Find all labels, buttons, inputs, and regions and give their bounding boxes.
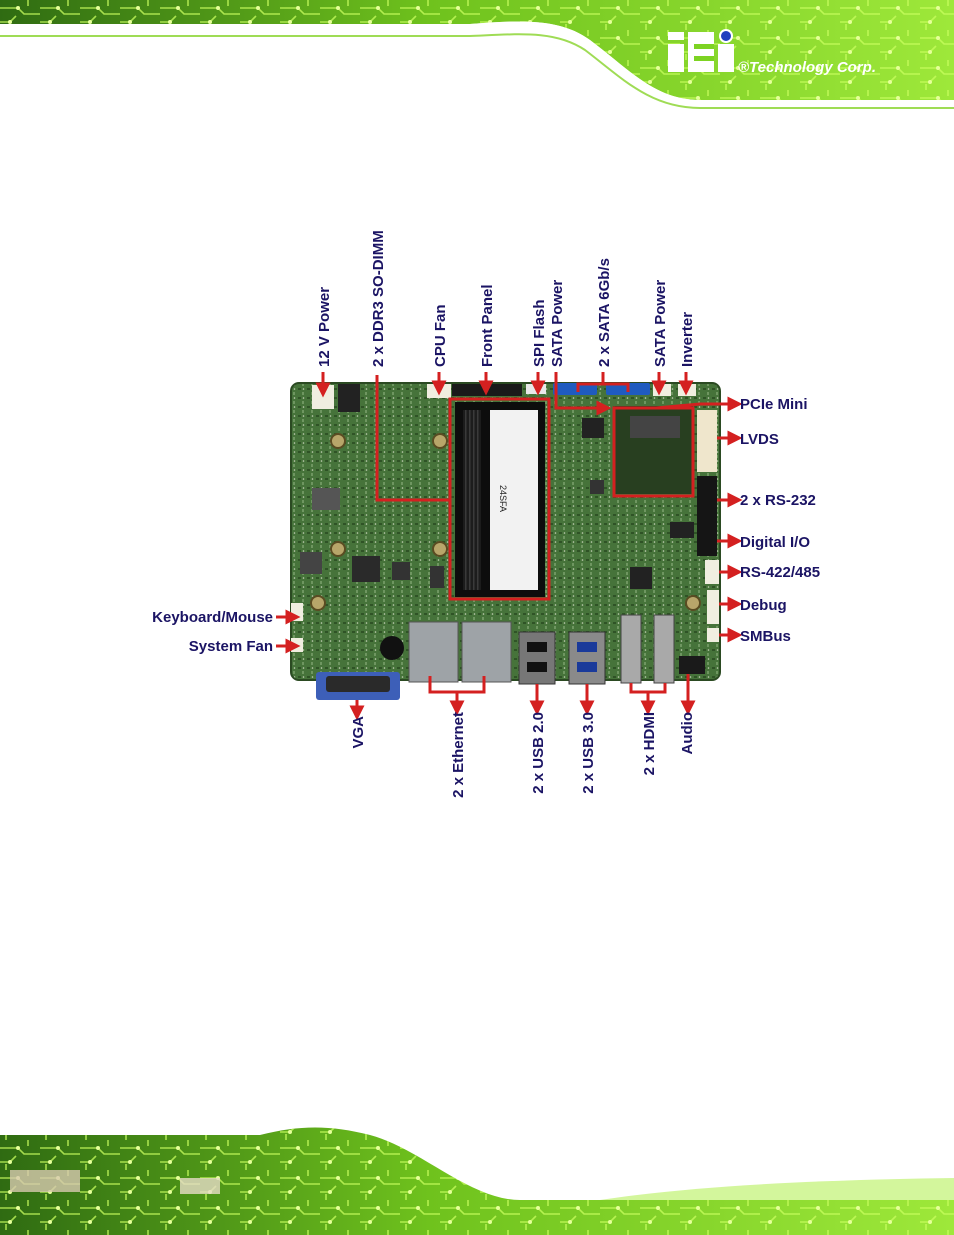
label-usb-3: 2 x USB 3.0 xyxy=(580,712,597,794)
label-system-fan: System Fan xyxy=(189,638,273,655)
label-ethernet: 2 x Ethernet xyxy=(450,712,467,798)
label-usb-2: 2 x USB 2.0 xyxy=(530,712,547,794)
motherboard-image: 24SFA xyxy=(290,382,721,700)
label-pcie-mini: PCIe Mini xyxy=(740,396,808,413)
header-banner xyxy=(0,0,954,109)
board-silkscreen: 24SFA xyxy=(498,485,508,512)
right-labels: PCIe Mini LVDS 2 x RS-232 Digital I/O RS… xyxy=(740,396,820,645)
label-hdmi: 2 x HDMI xyxy=(641,712,658,775)
label-spi-flash: SPI Flash xyxy=(531,299,548,367)
left-labels: Keyboard/Mouse System Fan xyxy=(152,609,273,655)
label-rs-422-485: RS-422/485 xyxy=(740,564,820,581)
label-sata-power-right: SATA Power xyxy=(652,280,669,367)
label-digital-io: Digital I/O xyxy=(740,534,810,551)
top-labels: 12 V Power 2 x DDR3 SO-DIMM CPU Fan Fron… xyxy=(316,230,696,367)
brand-name: ®Technology Corp. xyxy=(738,59,876,76)
label-front-panel: Front Panel xyxy=(479,284,496,367)
label-ddr3-so-dimm: 2 x DDR3 SO-DIMM xyxy=(370,230,387,367)
label-debug: Debug xyxy=(740,597,787,614)
label-sata-6gbs: 2 x SATA 6Gb/s xyxy=(596,258,613,367)
label-inverter: Inverter xyxy=(679,312,696,367)
label-12v-power: 12 V Power xyxy=(316,287,333,367)
label-rs-232: 2 x RS-232 xyxy=(740,492,816,509)
label-audio: Audio xyxy=(679,712,696,755)
callout-lines xyxy=(276,372,743,721)
label-lvds: LVDS xyxy=(740,431,779,448)
bottom-labels: VGA 2 x Ethernet 2 x USB 2.0 2 x USB 3.0… xyxy=(350,712,696,798)
label-smbus: SMBus xyxy=(740,628,791,645)
label-vga: VGA xyxy=(350,716,367,749)
label-sata-power-left: SATA Power xyxy=(549,280,566,367)
company-logo: ®Technology Corp. xyxy=(668,29,876,76)
pcie-mini-highlight xyxy=(612,406,695,498)
label-cpu-fan: CPU Fan xyxy=(432,304,449,367)
label-keyboard-mouse: Keyboard/Mouse xyxy=(152,609,273,626)
footer-banner xyxy=(0,1127,954,1235)
